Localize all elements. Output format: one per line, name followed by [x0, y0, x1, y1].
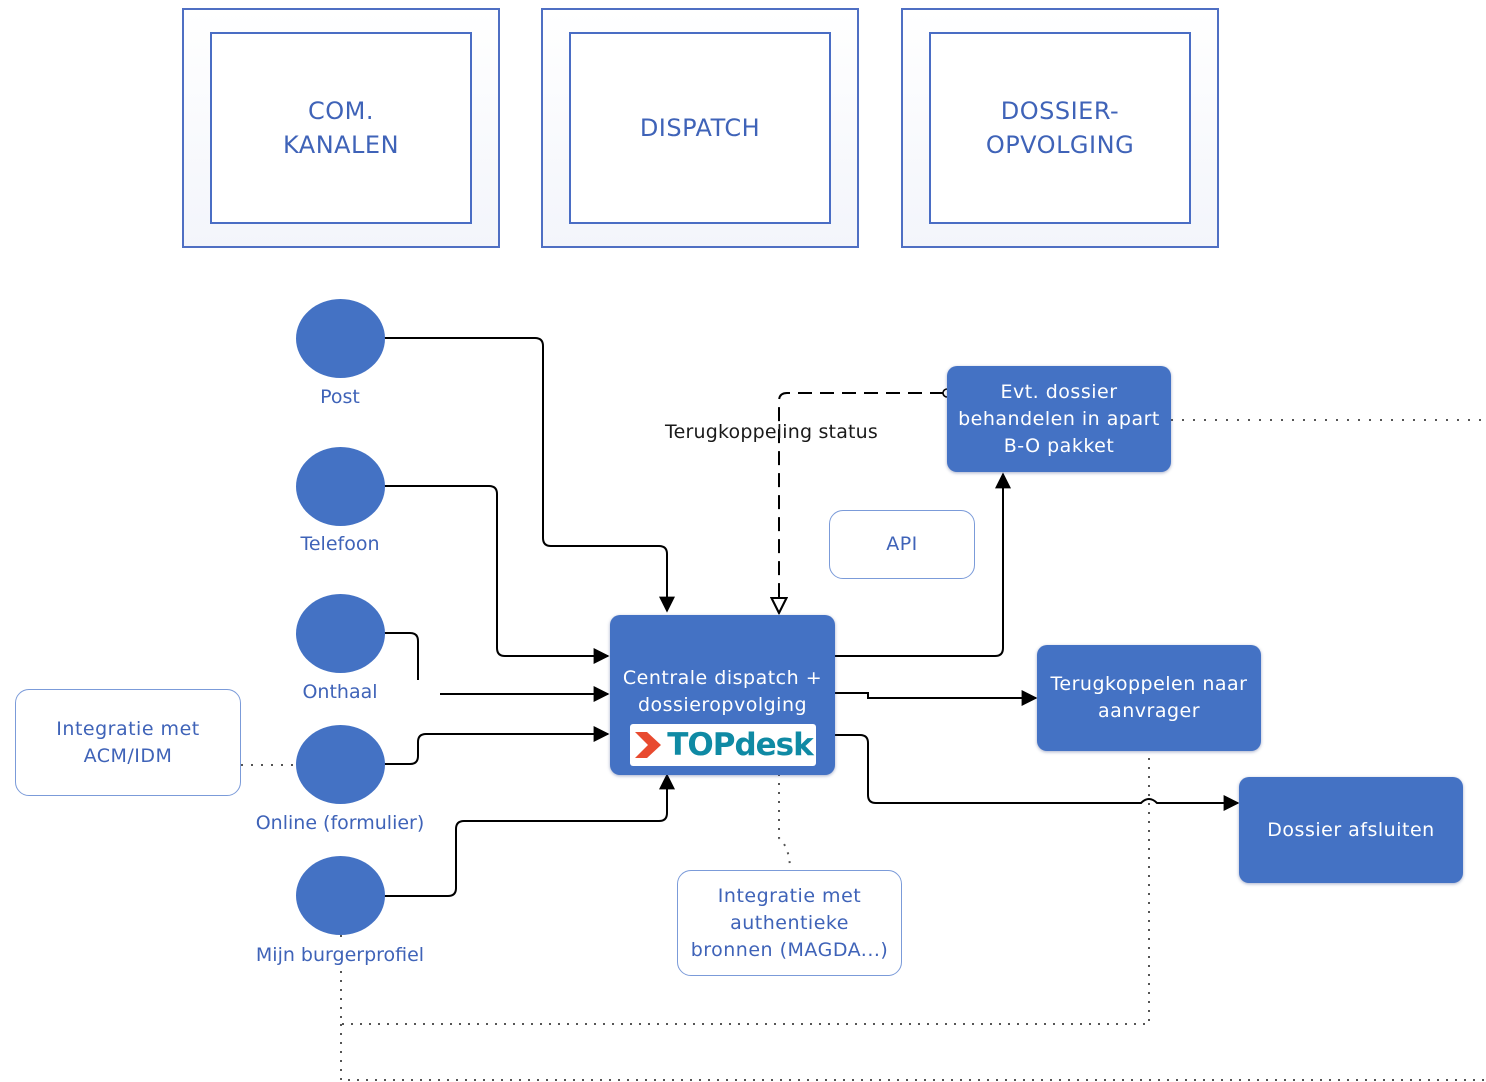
channel-onthaal-node	[296, 594, 385, 673]
connector-status-feedback	[779, 392, 944, 613]
channel-burgerprofiel-label: Mijn burgerprofiel	[240, 943, 440, 967]
topdesk-chevron-icon	[635, 732, 662, 758]
channel-burgerprofiel-node	[296, 856, 385, 935]
header-box-dossier-opvolging: DOSSIER- OPVOLGING	[929, 32, 1191, 224]
topdesk-logo: TOPdesk	[630, 724, 816, 766]
close-file-box: Dossier afsluiten	[1239, 777, 1463, 883]
connector-to-bo-package	[834, 472, 1011, 657]
channel-online-label: Online (formulier)	[240, 811, 440, 835]
central-dispatch-label: Centrale dispatch + dossieropvolging	[622, 667, 823, 716]
feedback-requester-box: Terugkoppelen naar aanvrager	[1037, 645, 1261, 751]
channel-post-node	[296, 299, 385, 378]
connector-burgerprofiel	[384, 773, 675, 897]
integration-acm-box: Integratie met ACM/IDM	[15, 689, 241, 796]
channel-online-node	[296, 725, 385, 804]
api-box: API	[829, 510, 975, 579]
dotted-sources-link	[778, 774, 791, 871]
central-dispatch-box: Centrale dispatch + dossieropvolging TOP…	[610, 615, 835, 775]
header-box-com-kanalen: COM. KANALEN	[210, 32, 472, 224]
feedback-status-label: Terugkoppeling status	[665, 421, 879, 443]
channel-onthaal-label: Onthaal	[240, 680, 440, 704]
channel-post-label: Post	[240, 385, 440, 409]
connector-online	[384, 726, 610, 765]
header-frame-com-kanalen: COM. KANALEN	[182, 8, 500, 248]
channel-telefoon-node	[296, 447, 385, 526]
bo-package-box: Evt. dossier behandelen in apart B-O pak…	[947, 366, 1171, 472]
connector-to-feedback-requester	[834, 690, 1038, 706]
channel-telefoon-label: Telefoon	[240, 532, 440, 556]
header-box-dispatch: DISPATCH	[569, 32, 831, 224]
connector-telefoon	[384, 485, 610, 664]
header-frame-dispatch: DISPATCH	[541, 8, 859, 248]
topdesk-wordmark: TOPdesk	[667, 726, 814, 763]
integration-sources-box: Integratie met authentieke bronnen (MAGD…	[677, 870, 902, 976]
connector-post	[384, 337, 675, 613]
dotted-profile-bottom	[340, 1024, 1486, 1081]
header-frame-dossier-opvolging: DOSSIER- OPVOLGING	[901, 8, 1219, 248]
connector-to-close-file	[834, 734, 1240, 811]
